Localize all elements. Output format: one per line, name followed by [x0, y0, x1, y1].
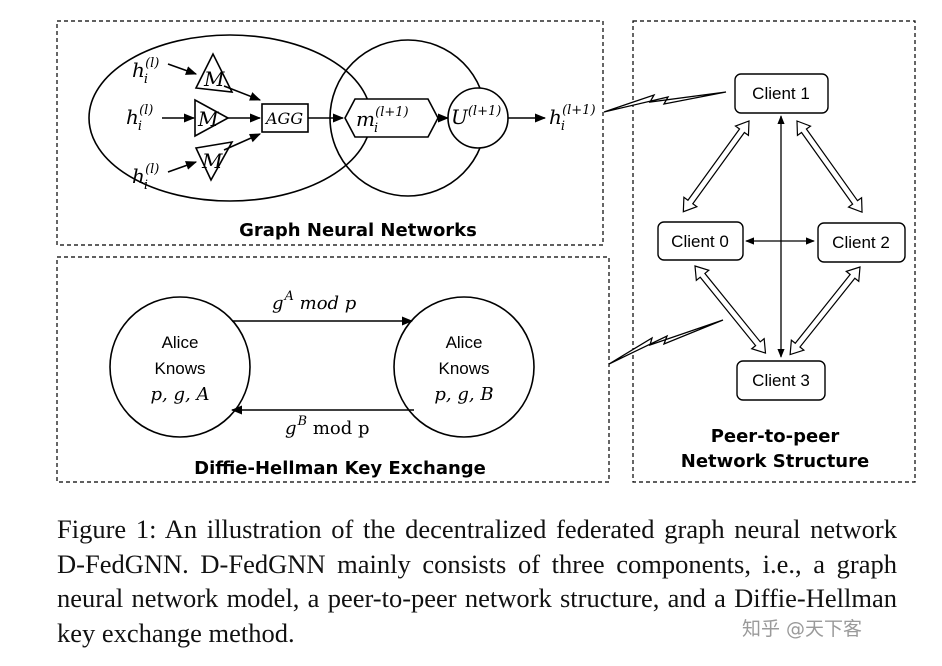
- dh-panel: Alice Knows p, g, A Alice Knows p, g, B …: [56, 256, 610, 483]
- client-0-node: Client 0: [657, 221, 744, 261]
- link-0-3: [694, 265, 767, 354]
- update-label: U(l+1): [451, 104, 501, 129]
- figure-caption: Figure 1: An illustration of the decentr…: [57, 514, 897, 648]
- client-2-node: Client 2: [817, 222, 906, 263]
- client-3-node: Client 3: [736, 360, 826, 401]
- h-input-bottom: hi(l): [132, 162, 159, 193]
- gnn-panel: hi(l) hi(l) hi(l) M M M AGG: [56, 20, 604, 246]
- gnn-title: Graph Neural Networks: [239, 220, 477, 241]
- dh-top-label: gA mod p: [272, 289, 357, 314]
- p2p-title-line1: Peer-to-peer: [711, 426, 840, 447]
- client-1-node: Client 1: [734, 73, 829, 114]
- svg-text:Knows: Knows: [438, 359, 489, 378]
- svg-text:Alice: Alice: [446, 333, 483, 352]
- zhihu-watermark: 知乎 @天下客: [742, 618, 863, 640]
- svg-text:AGG: AGG: [264, 109, 303, 128]
- svg-text:Client 2: Client 2: [832, 233, 890, 252]
- p2p-panel: Client 1 Client 0 Client 2 Client 3: [632, 20, 916, 483]
- message-function-top: M: [194, 52, 234, 93]
- svg-text:M: M: [203, 67, 225, 91]
- update-function: U(l+1): [447, 87, 509, 149]
- svg-text:M: M: [201, 149, 223, 173]
- svg-text:Client 0: Client 0: [671, 232, 729, 251]
- dh-right-party: Alice Knows p, g, B: [393, 296, 535, 438]
- lightning-connector-gnn: [603, 91, 727, 113]
- svg-text:Alice: Alice: [162, 333, 199, 352]
- dh-panel-border: [56, 256, 610, 483]
- gnn-panel-border: [56, 20, 604, 246]
- p2p-panel-border: [632, 20, 916, 483]
- lightning-connector-dh: [608, 319, 724, 365]
- message-label: mi(l+1): [356, 105, 409, 136]
- message-function-mid: M: [194, 98, 230, 138]
- dh-left-party: Alice Knows p, g, A: [109, 296, 251, 438]
- svg-text:Knows: Knows: [154, 359, 205, 378]
- h-output: hi(l+1): [549, 103, 596, 134]
- h-input-top: hi(l): [132, 56, 159, 87]
- message-hexagon: mi(l+1): [344, 98, 439, 138]
- h-input-mid: hi(l): [126, 103, 153, 134]
- svg-text:Client 1: Client 1: [752, 84, 810, 103]
- svg-text:Client 3: Client 3: [752, 371, 810, 390]
- message-function-bottom: M: [194, 140, 234, 182]
- link-1-2: [796, 120, 863, 214]
- svg-text:M: M: [197, 107, 219, 131]
- aggregation-box: AGG: [261, 103, 309, 133]
- p2p-title-line2: Network Structure: [681, 451, 869, 472]
- link-1-0: [682, 120, 750, 213]
- dh-bottom-label: gB mod p: [285, 414, 370, 439]
- svg-text:p, g, A: p, g, A: [151, 384, 210, 405]
- dh-title: Diffie-Hellman Key Exchange: [194, 458, 486, 479]
- link-2-3: [789, 266, 861, 356]
- svg-text:p, g, B: p, g, B: [434, 384, 493, 405]
